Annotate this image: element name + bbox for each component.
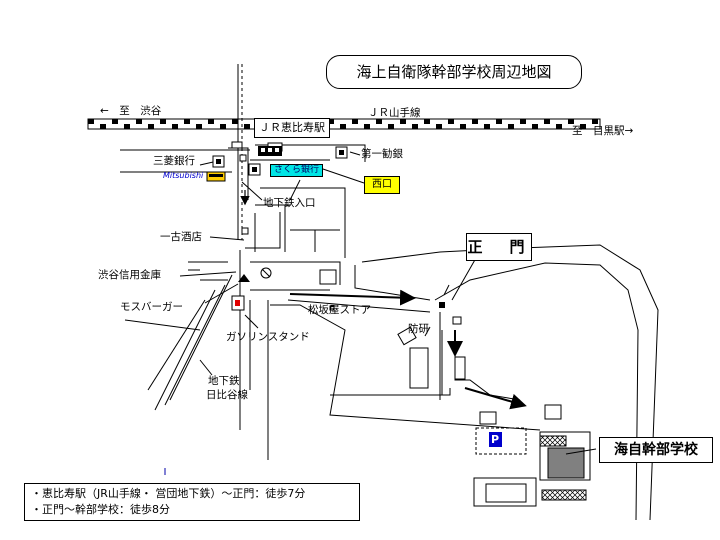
note-line-1: ・恵比寿駅（JR山手線・ 営団地下鉄）～正門：徒歩7分 bbox=[31, 487, 306, 500]
rail-check bbox=[388, 124, 394, 129]
rail-check bbox=[100, 124, 106, 129]
rail-check bbox=[592, 119, 598, 124]
rail-check bbox=[508, 124, 514, 129]
mitsubishi-bank-icon bbox=[212, 155, 225, 168]
rail-check bbox=[544, 119, 550, 124]
vertical-rail bbox=[237, 64, 243, 240]
rail-check bbox=[352, 119, 358, 124]
shibuya-shinkin-label: 渋谷信用金庫 bbox=[98, 269, 161, 281]
gas-station-label: ガソリンスタンド bbox=[226, 331, 310, 343]
rail-check bbox=[244, 124, 250, 129]
rail-check bbox=[124, 124, 130, 129]
gas-station-icon bbox=[231, 295, 245, 311]
rail-check bbox=[232, 119, 238, 124]
hibiya-line-label-1: 地下鉄 bbox=[208, 375, 240, 387]
hibiya-line-label-2: 日比谷線 bbox=[206, 389, 248, 401]
rail-check bbox=[436, 124, 442, 129]
to-meguro-label: 至 目黒駅→ bbox=[572, 125, 634, 137]
rail-check bbox=[424, 119, 430, 124]
train-icon bbox=[258, 146, 282, 156]
rail-check bbox=[160, 119, 166, 124]
bus-icon bbox=[206, 171, 226, 182]
mitsubishi-bank-label: 三菱銀行 bbox=[153, 155, 195, 167]
rail-check bbox=[412, 124, 418, 129]
buildings bbox=[231, 141, 591, 507]
rail-check bbox=[364, 124, 370, 129]
to-shibuya-label: ← 至 渋谷 bbox=[100, 105, 162, 117]
rail-check bbox=[328, 119, 334, 124]
jr-line-label: ＪＲ山手線 bbox=[368, 107, 421, 119]
mos-burger-label: モスバーガー bbox=[120, 301, 183, 313]
rail-check bbox=[148, 124, 154, 129]
sakura-bank-icon bbox=[248, 163, 261, 176]
daiichi-bank-icon bbox=[335, 146, 348, 159]
rail-check bbox=[460, 124, 466, 129]
police-box-icon bbox=[260, 267, 272, 279]
rail-check bbox=[340, 124, 346, 129]
rail-check bbox=[196, 124, 202, 129]
subway-entrance-label: 地下鉄入口 bbox=[263, 197, 316, 209]
route-arrows bbox=[240, 190, 527, 410]
sakura-bank-label: さくら銀行 bbox=[270, 164, 324, 177]
rail-check bbox=[88, 119, 94, 124]
main-gate-marker bbox=[439, 302, 445, 308]
parking-sign: P bbox=[491, 433, 500, 446]
rail-check bbox=[112, 119, 118, 124]
note-line-2: ・正門～幹部学校：徒歩8分 bbox=[31, 503, 170, 516]
mos-burger-icon bbox=[238, 274, 250, 282]
rail-check bbox=[556, 124, 562, 129]
rail-check bbox=[400, 119, 406, 124]
ichiko-liquor-label: 一古酒店 bbox=[160, 231, 202, 243]
main-gate-label: 正 門 bbox=[466, 233, 532, 261]
rail-check bbox=[580, 124, 586, 129]
west-exit-label: 西口 bbox=[364, 176, 400, 194]
parking-area bbox=[475, 427, 527, 455]
daiichi-bank-label: 第一勧銀 bbox=[361, 148, 403, 160]
rail-check bbox=[448, 119, 454, 124]
rail-check bbox=[136, 119, 142, 124]
rail-check bbox=[568, 119, 574, 124]
rail-check bbox=[376, 119, 382, 124]
map-title: 海上自衛隊幹部学校周辺地図 bbox=[326, 55, 582, 89]
rail-check bbox=[172, 124, 178, 129]
directions-note: ・恵比寿駅（JR山手線・ 営団地下鉄）～正門：徒歩7分 ・正門～幹部学校：徒歩8… bbox=[24, 483, 360, 521]
rail-check bbox=[520, 119, 526, 124]
rail-check bbox=[472, 119, 478, 124]
rail-check bbox=[208, 119, 214, 124]
roads bbox=[120, 144, 659, 521]
rail-check bbox=[484, 124, 490, 129]
leader-lines bbox=[179, 147, 597, 455]
rail-check bbox=[496, 119, 502, 124]
mitsubishi-logo-text: Mitsubishi bbox=[163, 171, 204, 180]
matsuzakaya-label: 松坂屋ストア bbox=[308, 304, 371, 316]
jr-yamanote-line bbox=[87, 118, 601, 130]
rail-check bbox=[532, 124, 538, 129]
school-label: 海自幹部学校 bbox=[599, 437, 713, 463]
ebisu-station-label: ＪＲ恵比寿駅 bbox=[254, 118, 330, 138]
boken-label: 防研 bbox=[408, 323, 429, 335]
rail-check bbox=[220, 124, 226, 129]
rail-check bbox=[184, 119, 190, 124]
